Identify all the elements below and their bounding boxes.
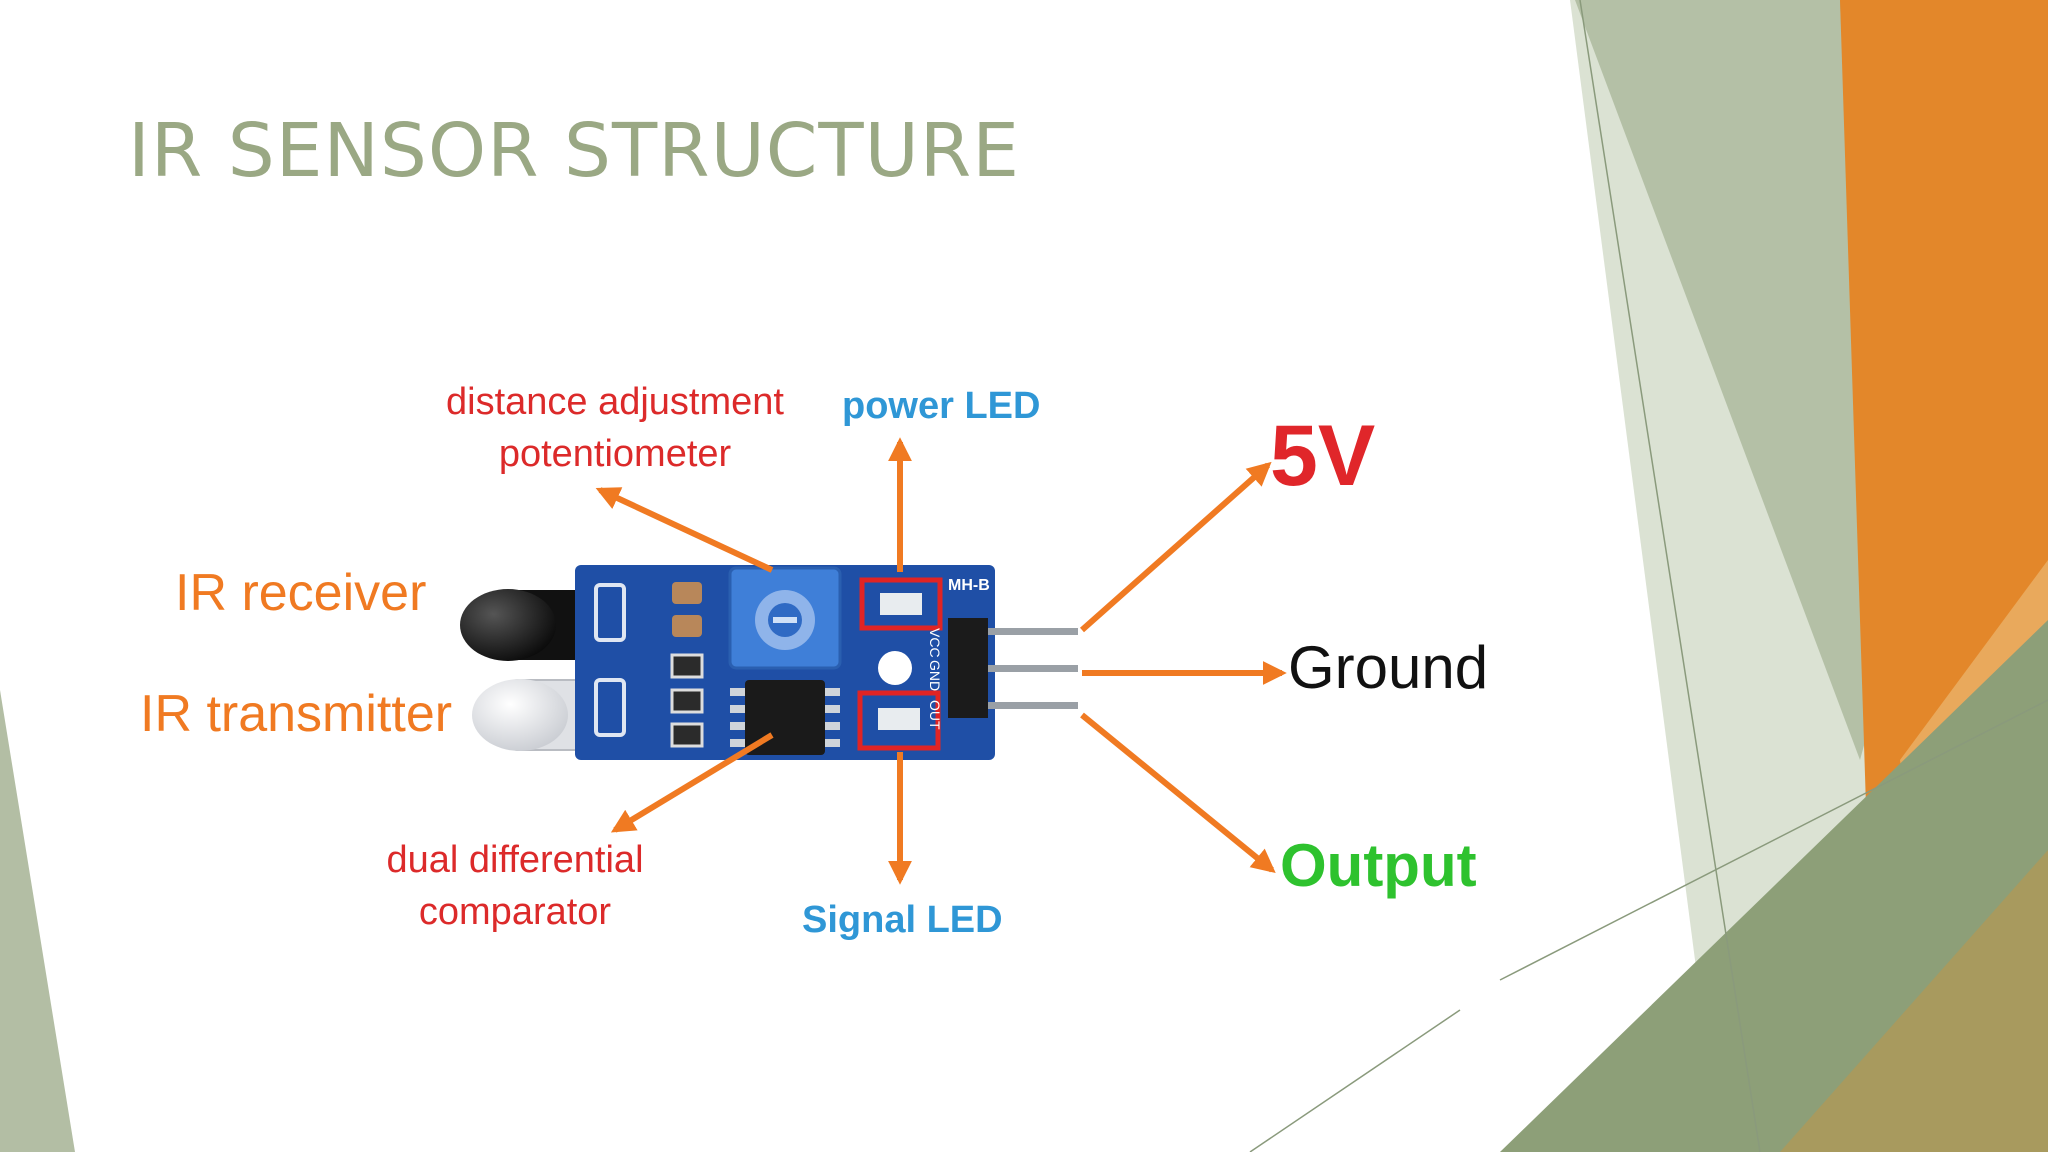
ir-receiver-led — [460, 589, 590, 661]
arrow-5v — [1080, 461, 1272, 633]
label-dual-line1: dual differential — [386, 839, 644, 881]
label-distance-line1: distance adjustment — [446, 381, 784, 423]
deco-thin-line-1 — [1579, 0, 1761, 1152]
board-pin-vcc-text: VCC — [927, 628, 943, 658]
label-dual-differential: dual differential comparator — [360, 838, 670, 935]
label-ir-receiver: IR receiver — [175, 564, 427, 622]
pcb-board — [575, 565, 1078, 760]
arrow-comparator — [610, 732, 774, 833]
deco-right-sage-wedge — [1575, 0, 1920, 760]
deco-thin-line-2 — [1499, 699, 2048, 981]
arrow-potentiometer — [595, 487, 774, 573]
deco-left-green-shape — [0, 690, 75, 1152]
label-power-led: power LED — [842, 385, 1041, 427]
label-distance-line2: potentiometer — [498, 432, 732, 475]
label-signal-led: Signal LED — [802, 899, 1003, 941]
arrow-output — [1080, 712, 1276, 874]
label-ground: Ground — [1288, 634, 1489, 701]
deco-bottom-olive-triangle — [1780, 850, 2048, 1152]
label-distance-adjustment: distance adjustment potentiometer — [430, 380, 800, 477]
board-model-text: MH-B — [948, 577, 990, 594]
label-ir-transmitter: IR transmitter — [140, 685, 453, 743]
label-dual-line2: comparator — [418, 890, 612, 933]
deco-thin-line-3 — [1249, 1009, 1461, 1152]
label-5v: 5V — [1270, 408, 1376, 504]
label-output: Output — [1280, 832, 1477, 899]
board-pin-out-text: OUT — [927, 700, 943, 730]
slide-title: IR SENSOR STRUCTURE — [128, 108, 1020, 194]
board-pin-gnd-text: GND — [927, 660, 943, 691]
